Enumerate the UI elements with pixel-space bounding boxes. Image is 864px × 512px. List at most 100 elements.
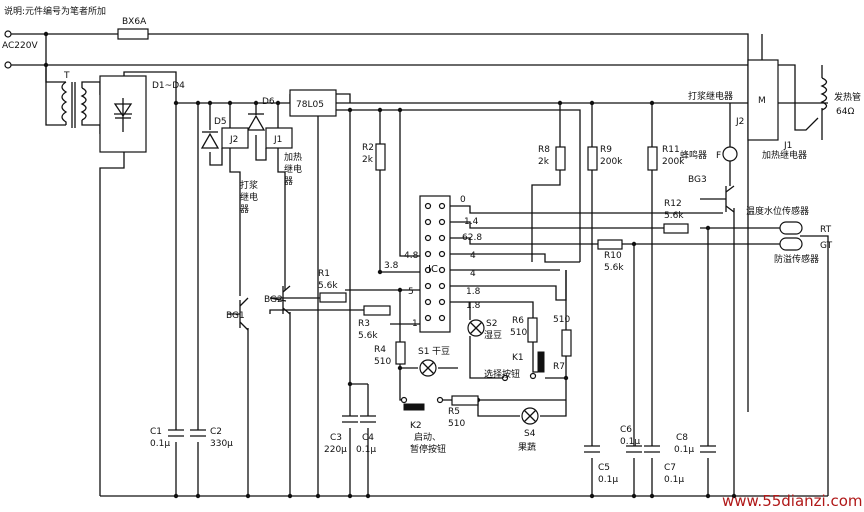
start-label-2: 暂停按钮 bbox=[410, 443, 446, 455]
wiring bbox=[8, 33, 829, 497]
r2-label: R2 bbox=[362, 143, 374, 153]
ic-pin bbox=[424, 202, 432, 210]
ic-pin bbox=[438, 266, 446, 274]
transistor-symbols bbox=[228, 185, 735, 331]
c6-value: 0.1μ bbox=[620, 437, 640, 447]
r10-value: 5.6k bbox=[604, 263, 624, 273]
transformer-label: T bbox=[63, 71, 70, 81]
r12-label: R12 bbox=[664, 199, 682, 209]
c4-value: 0.1μ bbox=[356, 445, 376, 455]
ic-pin bbox=[424, 250, 432, 258]
ic-chip bbox=[419, 195, 451, 333]
c8-label: C8 bbox=[676, 433, 688, 443]
ic-pin bbox=[438, 250, 446, 258]
pin-4a: 4 bbox=[470, 251, 476, 261]
bg3-label: BG3 bbox=[688, 175, 707, 185]
c1-value: 0.1μ bbox=[150, 439, 170, 449]
ic-pin bbox=[438, 282, 446, 290]
s4-label: S4 bbox=[524, 429, 536, 439]
pin-5: 5 bbox=[408, 287, 414, 297]
ic-label: IC bbox=[428, 264, 438, 275]
c5-value: 0.1μ bbox=[598, 475, 618, 485]
r7-value: 510 bbox=[553, 315, 570, 325]
start-label-1: 启动、 bbox=[414, 431, 441, 443]
buzzer-label: 蜂鸣器 bbox=[680, 149, 707, 161]
capacitor-symbols bbox=[168, 415, 716, 453]
r3-label: R3 bbox=[358, 319, 370, 329]
temp-sensor-label: 温度水位传感器 bbox=[746, 205, 809, 217]
r11-label: R11 bbox=[662, 145, 680, 155]
c7-label: C7 bbox=[664, 463, 676, 473]
r5-label: R5 bbox=[448, 407, 460, 417]
s2-label: S2 bbox=[486, 319, 497, 329]
relay-coil-j1 bbox=[265, 127, 293, 149]
resistor-symbols bbox=[319, 143, 689, 406]
pin-1-8b: 1.8 bbox=[466, 301, 481, 311]
pin-4-8: 4.8 bbox=[404, 251, 419, 261]
ic-pin bbox=[424, 282, 432, 290]
watermark: www.55dianzi.com bbox=[722, 492, 863, 510]
j1-relay-text-2: 继电 bbox=[284, 163, 302, 175]
gt-label: GT bbox=[820, 241, 833, 251]
c7-value: 0.1μ bbox=[664, 475, 684, 485]
select-button-label: 选择按钮 bbox=[484, 368, 520, 380]
sensor-probes bbox=[779, 221, 803, 251]
r1-label: R1 bbox=[318, 269, 330, 279]
mains-label: AC220V bbox=[2, 41, 38, 51]
lamp-symbols bbox=[419, 319, 539, 425]
fuse-body bbox=[117, 28, 149, 40]
j1-relay-text-1: 加热 bbox=[284, 151, 302, 163]
r8-label: R8 bbox=[538, 145, 550, 155]
j2-relay-text-1: 打浆 bbox=[240, 179, 258, 191]
rt-label: RT bbox=[820, 225, 832, 235]
r9-label: R9 bbox=[600, 145, 612, 155]
ic-pin bbox=[424, 234, 432, 242]
ic-pin bbox=[438, 298, 446, 306]
mains-terminal-l bbox=[4, 30, 12, 38]
j1-contact-label: J1 bbox=[783, 141, 792, 151]
s1-label: S1 bbox=[418, 347, 429, 357]
pin-62-8: 62.8 bbox=[462, 233, 482, 243]
heater-label: 发热管 bbox=[834, 91, 861, 103]
j1-relay-text-3: 器 bbox=[284, 176, 293, 187]
junctions bbox=[43, 31, 737, 499]
pin-1: 1 bbox=[412, 319, 418, 329]
r2-value: 2k bbox=[362, 155, 374, 165]
ic-pin bbox=[438, 202, 446, 210]
r9-value: 200k bbox=[600, 157, 623, 167]
push-buttons bbox=[400, 351, 545, 411]
j1-coil-label: J1 bbox=[273, 135, 282, 145]
j2-contact-label: J2 bbox=[735, 117, 744, 127]
fuse-label: BX6A bbox=[122, 17, 147, 27]
r12-value: 5.6k bbox=[664, 211, 684, 221]
heat-relay-label: 加热继电器 bbox=[762, 149, 807, 161]
ic-pin bbox=[424, 218, 432, 226]
overflow-sensor-label: 防溢传感器 bbox=[774, 253, 819, 265]
mains-terminal-n bbox=[4, 61, 12, 69]
j2-relay-text-2: 继电 bbox=[240, 191, 258, 203]
bridge-label: D1~D4 bbox=[152, 81, 185, 91]
ic-pin bbox=[438, 218, 446, 226]
diode-symbols bbox=[200, 113, 266, 149]
pin-4b: 4 bbox=[470, 269, 476, 279]
buzzer-refdes: F bbox=[716, 151, 721, 161]
pin-3-8: 3.8 bbox=[384, 261, 399, 271]
c3-label: C3 bbox=[330, 433, 342, 443]
c6-label: C6 bbox=[620, 425, 632, 435]
bridge-rectifier bbox=[99, 75, 147, 153]
j2-relay-text-3: 器 bbox=[240, 204, 249, 215]
transformer-symbol bbox=[61, 81, 87, 128]
buzzer-symbol bbox=[722, 146, 738, 162]
dry-bean-label: 干豆 bbox=[432, 346, 450, 357]
c8-value: 0.1μ bbox=[674, 445, 694, 455]
c4-label: C4 bbox=[362, 433, 374, 443]
k1-label: K1 bbox=[512, 353, 524, 363]
ic-pin bbox=[424, 314, 432, 322]
r7-label: R7 bbox=[553, 362, 565, 372]
pin-0: 0 bbox=[460, 195, 466, 205]
relay-coil-j2 bbox=[221, 127, 249, 149]
r6-label: R6 bbox=[512, 316, 524, 326]
c2-value: 330μ bbox=[210, 439, 233, 449]
